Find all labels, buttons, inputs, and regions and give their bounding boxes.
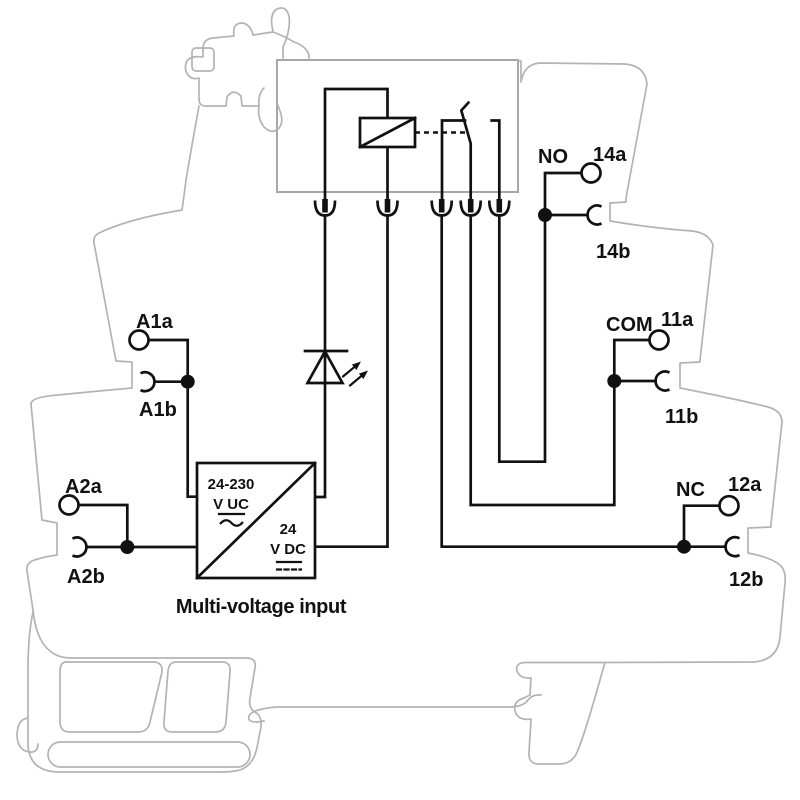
label-a2b: A2b: [67, 566, 105, 588]
foot-pad-right: [163, 661, 231, 733]
converter-output-rating: 24: [280, 521, 297, 538]
power-converter-diagonal: [195, 461, 317, 580]
a1-junction-dot: [180, 374, 195, 389]
lever-spring-line: [258, 87, 265, 107]
label-12b: 12b: [729, 569, 763, 591]
terminal-a2a-circle: [58, 494, 80, 516]
label-11a: 11a: [661, 309, 694, 331]
din-rail-latch: [513, 661, 606, 765]
label-a1a: A1a: [136, 311, 174, 333]
coil-diagonal: [358, 116, 417, 149]
com-junction-dot: [607, 374, 622, 388]
diagram-caption: Multi-voltage input: [176, 596, 347, 618]
a1-wire: [147, 338, 199, 499]
label-14b: 14b: [596, 241, 630, 263]
led-triangle: [305, 348, 345, 385]
relay-pin-connector: [487, 199, 511, 217]
converter-input-rating: 24-230: [208, 476, 255, 493]
a2-junction-dot: [120, 540, 135, 554]
no-branch: [497, 162, 603, 464]
lever-arm-tip: [272, 31, 310, 61]
terminal-14b-socket: [586, 204, 603, 226]
label-no: NO: [538, 146, 568, 168]
relay-block: [276, 59, 519, 193]
nc-upper-wire: [682, 504, 721, 549]
label-14a: 14a: [593, 144, 627, 166]
foot-left-hook: [16, 717, 39, 753]
label-12a: 12a: [728, 474, 762, 496]
converter-output-unit: V DC: [270, 541, 306, 558]
changeover-contact: [440, 101, 501, 205]
relay-coil-circuit: [323, 87, 466, 205]
led-emission-arrows: [341, 361, 368, 387]
din-rail-pocket: [511, 694, 542, 708]
label-a2a: A2a: [65, 476, 103, 498]
label-nc: NC: [676, 479, 705, 501]
lever-body: [184, 7, 291, 133]
a2-input-branch: [58, 494, 199, 558]
coil-return-wire: [313, 214, 389, 549]
no-wire: [497, 171, 583, 464]
nc-junction-dot: [677, 539, 691, 554]
label-a1b: A1b: [139, 399, 177, 421]
terminal-11a-circle: [648, 329, 670, 351]
relay-pin-connector: [313, 199, 337, 217]
terminal-a2b-socket: [71, 536, 88, 558]
release-lever: [181, 7, 310, 211]
terminal-12b-socket: [724, 535, 741, 558]
nc-wire: [440, 214, 727, 549]
housing-left-profile: [26, 209, 183, 611]
relay-pin-connector: [430, 199, 454, 217]
plug-connectors: [313, 199, 511, 217]
com-branch: [469, 214, 671, 507]
housing-right-profile: [517, 60, 787, 664]
relay-pin-connector: [459, 199, 483, 217]
foot-outline: [27, 609, 262, 773]
uc-symbol: [217, 512, 246, 527]
relay-pin-connector: [376, 199, 399, 217]
label-11b: 11b: [665, 406, 698, 428]
foot-slot: [47, 741, 251, 768]
terminal-a1a-circle: [128, 329, 150, 351]
terminal-labels: A1a A1b A2a A2b NO 14a 14b COM 11a 11b N…: [65, 144, 763, 591]
terminal-12a-circle: [718, 494, 740, 517]
contact-nc-fixed: [440, 119, 467, 205]
com-wire: [469, 214, 651, 507]
din-rail-foot: [16, 609, 262, 773]
led-wire: [313, 214, 327, 499]
coil-left-wire: [323, 87, 389, 205]
terminal-11b-socket: [654, 370, 671, 392]
foot-pad-left: [59, 661, 163, 733]
power-converter: 24-230 V UC 24 V DC: [195, 461, 317, 580]
lever-to-body-edge: [181, 105, 200, 211]
no-junction-dot: [538, 208, 552, 222]
nc-branch: [440, 214, 741, 558]
contact-pole-blade: [459, 101, 473, 205]
a2-wire: [77, 503, 199, 549]
converter-input-unit: V UC: [213, 496, 249, 513]
lever-cutout: [191, 47, 215, 72]
housing-outline: [16, 7, 787, 773]
a1-input-branch: [128, 329, 199, 499]
din-rail-line: [247, 706, 513, 723]
dc-symbol: [275, 560, 303, 571]
contact-no-fixed: [490, 119, 501, 205]
led-circuit: [303, 214, 368, 499]
terminal-14a-circle: [580, 162, 602, 184]
label-com: COM: [606, 314, 653, 336]
terminal-a1b-socket: [139, 370, 156, 393]
